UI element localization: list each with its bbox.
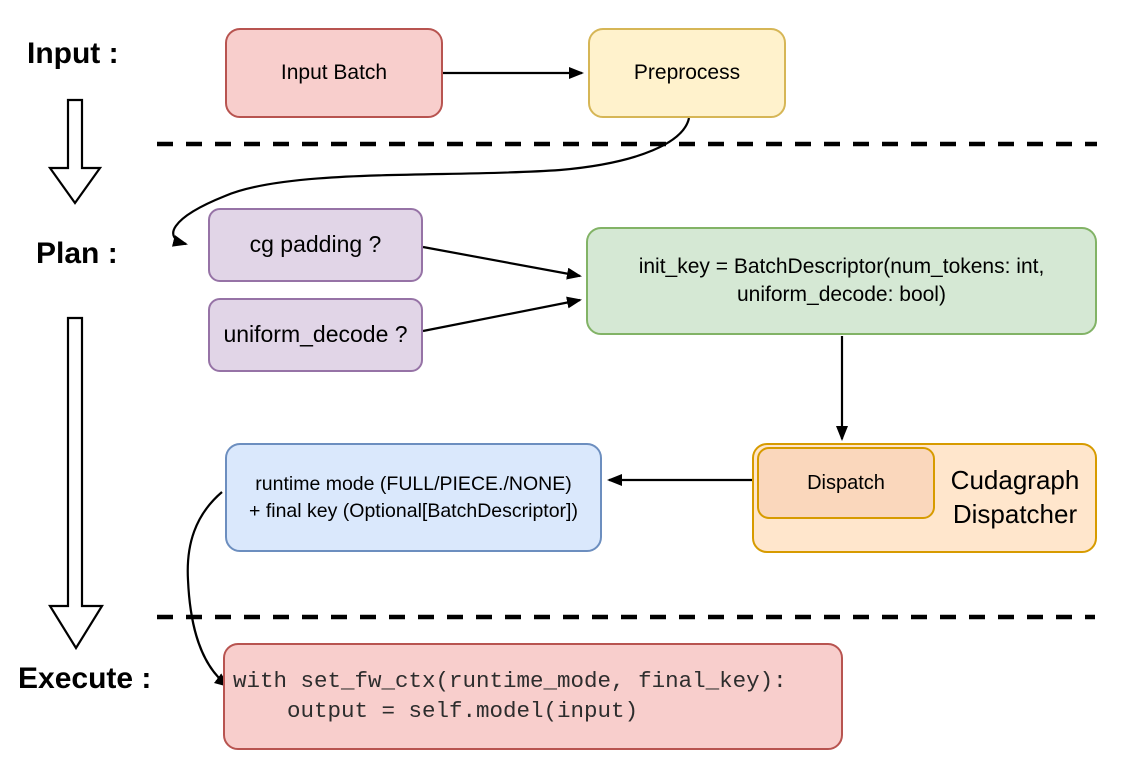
stage-label-plan: Plan : bbox=[36, 237, 118, 270]
edge-preprocess-cgpadding bbox=[171, 117, 691, 247]
edge-uniformdecode-initkey bbox=[422, 296, 582, 333]
node-execute-code: with set_fw_ctx(runtime_mode, final_key)… bbox=[223, 643, 843, 750]
node-runtime-mode: runtime mode (FULL/PIECE./NONE) + final … bbox=[225, 443, 602, 552]
node-dispatch-label: Dispatch bbox=[807, 471, 885, 494]
stage-label-input: Input : bbox=[27, 37, 119, 70]
node-init-key-label: init_key = BatchDescriptor(num_tokens: i… bbox=[638, 254, 1045, 306]
node-preprocess: Preprocess bbox=[588, 28, 786, 118]
node-execute-code-text: with set_fw_ctx(runtime_mode, final_key)… bbox=[233, 667, 787, 724]
node-cg-padding-label: cg padding ? bbox=[249, 231, 382, 258]
node-runtime-mode-label: runtime mode (FULL/PIECE./NONE) + final … bbox=[249, 473, 578, 522]
node-input-batch: Input Batch bbox=[225, 28, 443, 118]
stage-arrow-input-to-plan-icon bbox=[47, 98, 103, 205]
node-input-batch-label: Input Batch bbox=[280, 60, 388, 84]
node-cudagraph-dispatcher: Dispatch Cudagraph Dispatcher bbox=[752, 443, 1097, 553]
node-preprocess-label: Preprocess bbox=[633, 60, 741, 84]
node-cudagraph-dispatcher-label: Cudagraph Dispatcher bbox=[950, 465, 1080, 529]
edge-cgpadding-initkey bbox=[422, 245, 582, 280]
node-dispatch: Dispatch bbox=[757, 447, 935, 519]
node-uniform-decode: uniform_decode ? bbox=[208, 298, 423, 372]
node-init-key: init_key = BatchDescriptor(num_tokens: i… bbox=[586, 227, 1097, 335]
stage-label-execute: Execute : bbox=[18, 662, 152, 695]
stage-arrow-plan-to-execute-icon bbox=[48, 316, 104, 651]
node-cg-padding: cg padding ? bbox=[208, 208, 423, 282]
edge-runtimemode-executecode bbox=[186, 491, 230, 688]
node-uniform-decode-label: uniform_decode ? bbox=[223, 321, 408, 348]
